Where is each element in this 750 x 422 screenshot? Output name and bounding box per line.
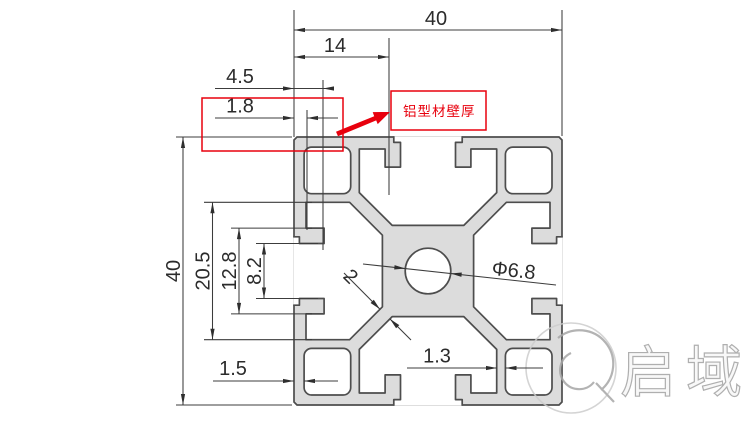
dim-slot-opening: 8.2 [244, 257, 266, 285]
red-highlight-box [201, 97, 344, 152]
t-slot-cavity-bottom [358, 315, 498, 406]
dim-slot-position: 14 [324, 35, 346, 57]
watermark-q-swirl-inner [559, 352, 595, 391]
dim-top-width: 40 [425, 8, 447, 30]
dim-bottom-wall: 1.5 [219, 358, 247, 380]
corner-hole-top-left [303, 146, 352, 195]
dim-flange-span: 12.8 [219, 252, 241, 291]
dimension-arrowheads [180, 27, 562, 405]
corner-hole-top-right [504, 146, 553, 195]
corner-hole-bottom-right [504, 347, 553, 396]
wall-thickness-label: 铝型材壁厚 [403, 104, 476, 119]
watermark: 启域 [525, 322, 750, 414]
watermark-q-swirl-outer [557, 329, 615, 391]
watermark-brand-text: 启域 [620, 341, 750, 406]
red-annotation: 铝型材壁厚 [201, 90, 487, 152]
dim-channel-width: 20.5 [193, 252, 215, 291]
extension-lines [176, 10, 563, 406]
watermark-q-tail [595, 382, 615, 403]
red-callout-arrow [336, 112, 390, 137]
dim-tab-depth: 4.5 [226, 66, 254, 88]
corner-hole-bottom-left [303, 347, 352, 396]
dim-left-height: 40 [163, 260, 185, 282]
red-label-box [390, 90, 487, 131]
dim-center-hole: Φ6.8 [491, 258, 537, 284]
dim-hole-wall: 1.3 [423, 346, 451, 368]
dim-lip-thickness: 1.8 [226, 96, 254, 118]
